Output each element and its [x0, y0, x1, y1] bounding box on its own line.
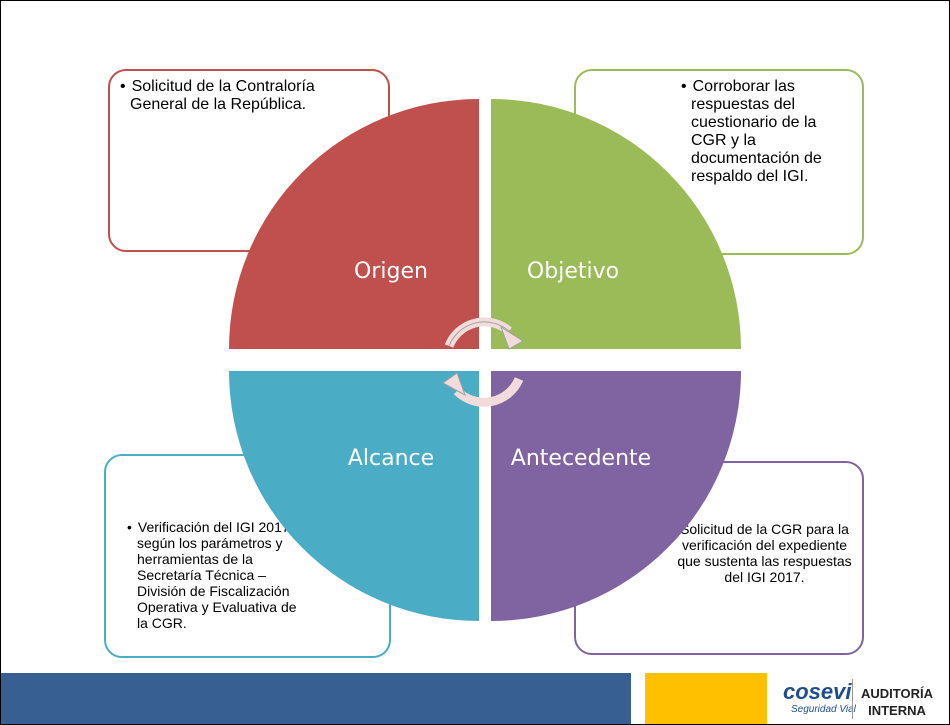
origen-text: Solicitud de la Contraloría General de l… — [130, 78, 315, 113]
objetivo-text: Corroborar las respuestas del cuestionar… — [691, 78, 822, 185]
footer-yellow-bar — [645, 673, 767, 724]
objetivo-quadrant — [491, 99, 741, 349]
arrow-top-outline — [448, 321, 510, 347]
cycle-arrows-icon — [442, 317, 524, 407]
alcance-label: Alcance — [348, 446, 434, 471]
alcance-bullet: • — [127, 519, 132, 535]
cosevi-logo-text: cosevi — [783, 679, 852, 704]
arrow-bottom — [453, 377, 524, 407]
origen-description: • Solicitud de la Contraloría General de… — [120, 78, 320, 114]
alcance-quadrant — [229, 371, 479, 621]
antecedente-label: Antecedente — [511, 446, 651, 471]
objetivo-bullet: • — [681, 78, 687, 95]
alcance-description: • Verificación del IGI 2017 según los pa… — [127, 519, 307, 631]
cosevi-logo: cosevi Seguridad Vial — [783, 679, 856, 715]
auditoria-line1: AUDITORÍA — [861, 686, 933, 701]
alcance-text: Verificación del IGI 2017 según los pará… — [137, 519, 297, 631]
arrow-bottom-head — [442, 372, 466, 397]
logo-divider — [852, 679, 853, 719]
origen-bullet: • — [120, 78, 126, 95]
origen-label: Origen — [354, 259, 428, 284]
auditoria-line2: INTERNA — [868, 703, 926, 718]
origen-quadrant — [229, 99, 479, 349]
cosevi-logo-subtitle: Seguridad Vial — [791, 704, 856, 715]
antecedente-quadrant — [491, 371, 741, 621]
antecedente-description: Solicitud de la CGR para la verificación… — [677, 521, 852, 585]
objetivo-description: • Corroborar las respuestas del cuestion… — [681, 78, 856, 186]
arrow-top-head — [500, 325, 524, 350]
objetivo-label: Objetivo — [527, 259, 619, 284]
footer-blue-bar — [1, 673, 631, 724]
auditoria-interna-label: AUDITORÍA INTERNA — [857, 685, 937, 719]
